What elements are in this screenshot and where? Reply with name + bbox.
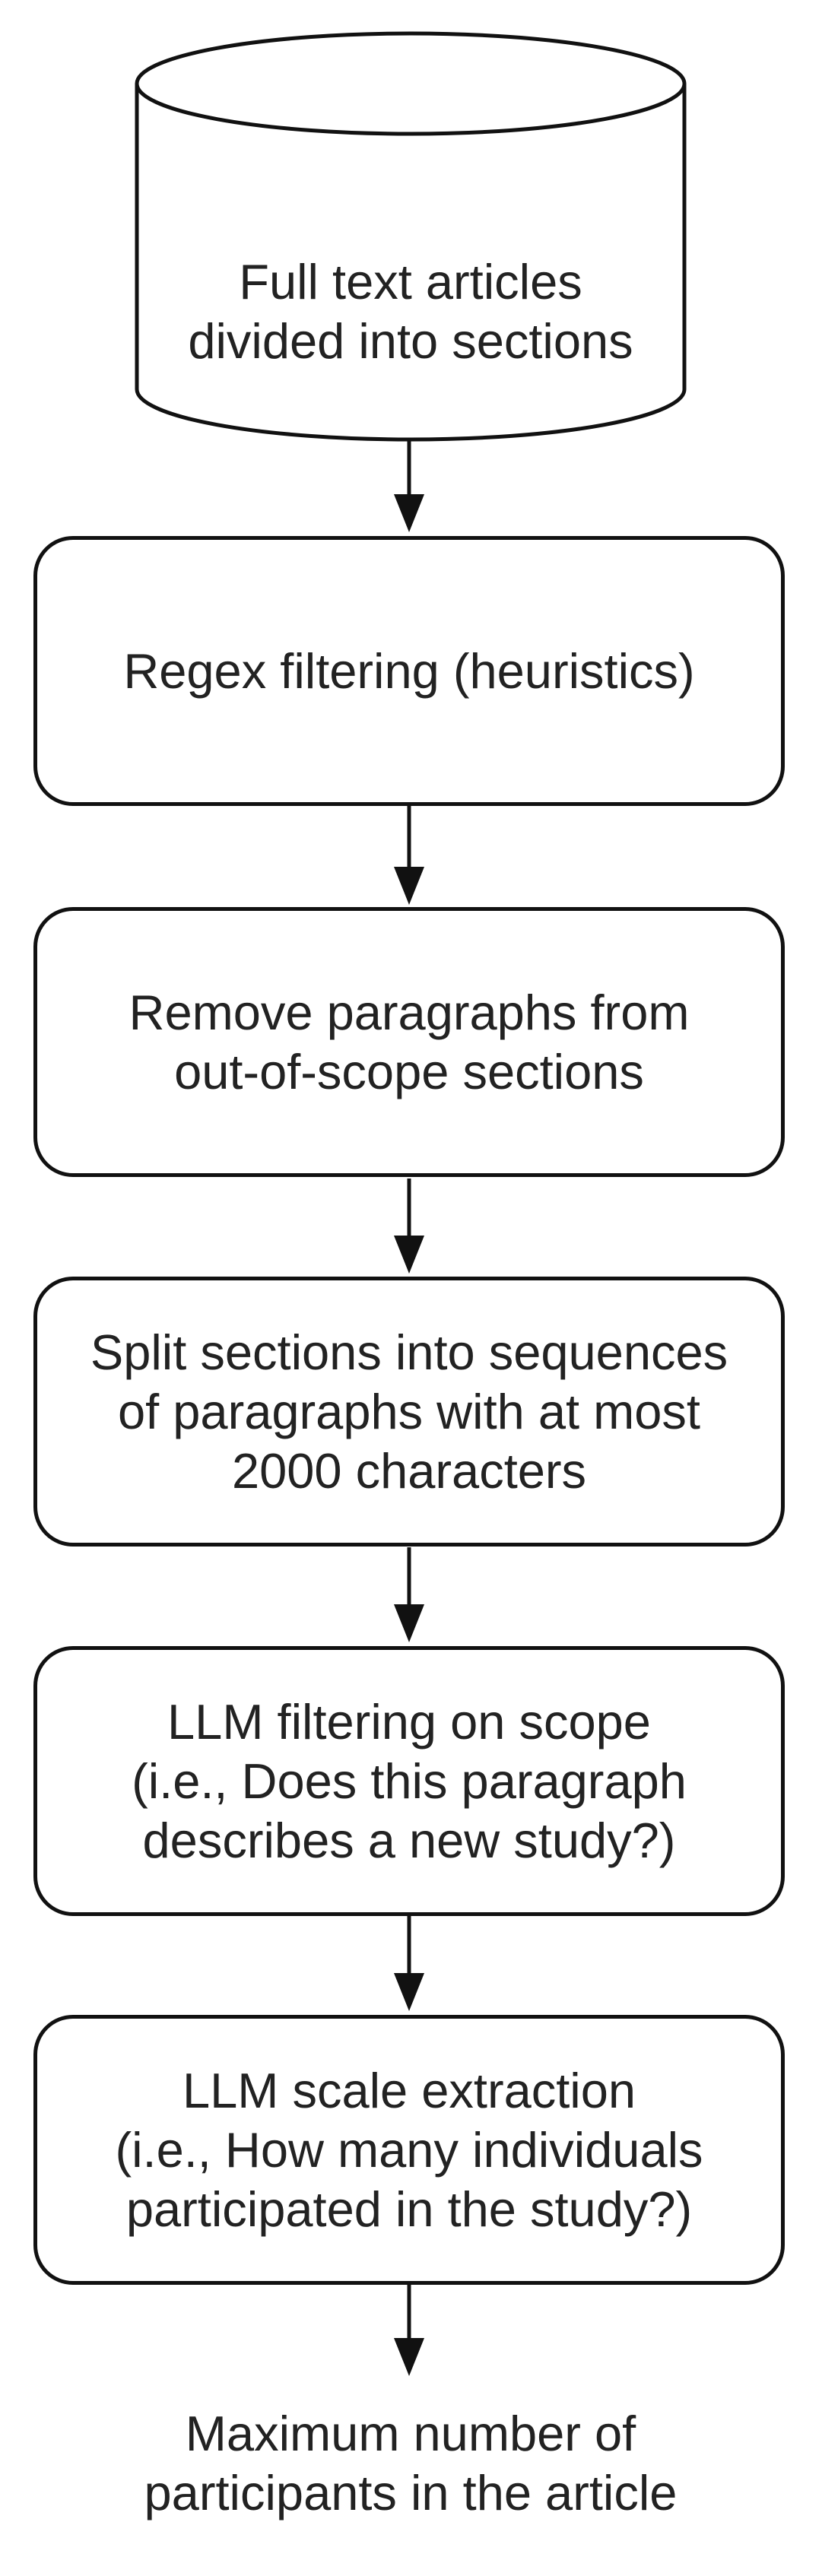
step-label: out-of-scope sections: [174, 1043, 644, 1099]
cylinder-top: [135, 31, 687, 136]
step-label: Split sections into sequences: [90, 1324, 728, 1380]
regex-filter-step: Regex filtering (heuristics): [33, 536, 785, 806]
connector-arrow: [394, 1547, 424, 1642]
step-label: (i.e., How many individuals: [115, 2121, 703, 2178]
cylinder-body: [135, 84, 687, 442]
step-label: LLM filtering on scope: [167, 1693, 651, 1750]
step-label: describes a new study?): [142, 1812, 676, 1868]
step-label: Remove paragraphs from: [129, 984, 690, 1040]
llm-scope-filter-step: LLM filtering on scope (i.e., Does this …: [33, 1646, 785, 1916]
output-node: Maximum number of participants in the ar…: [30, 2384, 791, 2543]
remove-paragraphs-step: Remove paragraphs from out-of-scope sect…: [33, 907, 785, 1177]
step-label: LLM scale extraction: [182, 2062, 636, 2118]
connector-arrow: [394, 1916, 424, 2011]
connector-arrow: [394, 441, 424, 532]
source-node-line: divided into sections: [188, 313, 633, 369]
step-label: (i.e., Does this paragraph: [132, 1753, 687, 1809]
step-label: Regex filtering (heuristics): [123, 642, 695, 699]
llm-scale-extraction-step: LLM scale extraction (i.e., How many ind…: [33, 2015, 785, 2285]
connector-arrow: [394, 2285, 424, 2376]
source-node: Full text articles divided into sections: [137, 198, 684, 426]
connector-arrow: [394, 806, 424, 905]
split-sections-step: Split sections into sequences of paragra…: [33, 1277, 785, 1547]
step-label: of paragraphs with at most: [118, 1383, 700, 1439]
output-label: Maximum number of: [185, 2406, 636, 2461]
source-node-line: Full text articles: [239, 254, 582, 309]
output-label: participants in the article: [144, 2465, 678, 2520]
step-label: participated in the study?): [125, 2181, 693, 2237]
database-cylinder-icon: [135, 31, 687, 442]
connector-arrow: [394, 1179, 424, 1274]
step-label: 2000 characters: [231, 1442, 587, 1499]
